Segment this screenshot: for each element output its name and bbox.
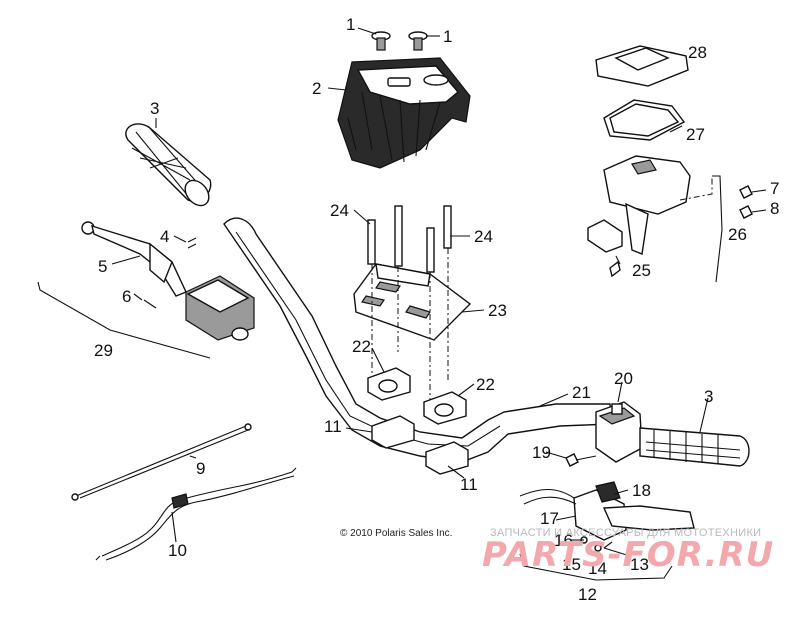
lower-clamp-right	[425, 441, 469, 475]
callout-1-left: 1	[346, 15, 355, 34]
lever-pivot-pin	[187, 237, 197, 249]
callout-3-right: 3	[704, 387, 713, 406]
kit-bracket-12	[519, 553, 673, 581]
throttle-cable	[71, 423, 252, 501]
callout-22-upper: 22	[352, 337, 371, 356]
callout-16: 16	[554, 531, 573, 550]
left-grip	[125, 123, 212, 207]
mount-bolts	[367, 205, 452, 420]
pod-screw-left	[371, 31, 391, 51]
right-grip	[639, 427, 750, 467]
handlebar-pod-cover	[337, 57, 471, 169]
callout-5: 5	[98, 257, 107, 276]
callout-2: 2	[312, 79, 321, 98]
housing-screw	[565, 453, 597, 467]
pod-lid	[595, 45, 689, 87]
kit-bracket-26	[712, 175, 723, 283]
handlebar-mount-bracket	[353, 263, 472, 341]
callout-12: 12	[578, 585, 597, 604]
callout-13: 13	[630, 555, 649, 574]
callout-8: 8	[770, 199, 779, 218]
callout-3-left: 3	[150, 99, 159, 118]
callout-27: 27	[686, 125, 705, 144]
callout-18: 18	[632, 481, 651, 500]
callout-11-left: 11	[324, 417, 342, 436]
callout-21: 21	[572, 383, 591, 402]
callout-25: 25	[632, 261, 651, 280]
callout-4: 4	[160, 227, 169, 246]
wiring-harness	[95, 467, 297, 561]
callout-19: 19	[532, 443, 551, 462]
callout-1-right: 1	[443, 27, 452, 46]
lever-screw	[143, 299, 157, 309]
pod-bracket	[587, 219, 623, 278]
callout-6: 6	[122, 287, 131, 306]
callout-7: 7	[770, 179, 779, 198]
callout-28: 28	[688, 43, 707, 62]
callout-11-right: 11	[460, 475, 478, 494]
callout-10: 10	[168, 541, 187, 560]
callout-14: 14	[588, 559, 607, 578]
leader-lines	[111, 27, 767, 557]
handlebar	[223, 217, 613, 463]
pod-screw-right	[408, 31, 428, 51]
callout-24-left: 24	[330, 201, 349, 220]
brake-master-cylinder	[519, 481, 627, 541]
pod-fasteners	[679, 175, 753, 219]
upper-clamp-left	[367, 367, 411, 401]
left-lever	[81, 221, 187, 297]
callout-15: 15	[562, 555, 581, 574]
lower-clamp-left	[371, 415, 415, 449]
left-switch-housing	[185, 275, 255, 341]
pod-housing	[603, 155, 691, 255]
watermark-brand: PARTS-FOR.RU	[482, 535, 774, 575]
callout-26: 26	[728, 225, 747, 244]
watermark-tagline: ЗАПЧАСТИ И АКСЕССУАРЫ ДЛЯ МОТОТЕХНИКИ	[490, 527, 761, 539]
callout-24-right: 24	[474, 227, 493, 246]
copyright-note: © 2010 Polaris Sales Inc.	[340, 528, 452, 539]
pod-seal	[603, 99, 686, 141]
callout-29: 29	[94, 341, 113, 360]
kit-bracket-29	[37, 281, 211, 359]
callout-20: 20	[614, 369, 633, 388]
upper-clamp-right	[423, 391, 467, 425]
callout-23: 23	[488, 301, 507, 320]
callout-22-lower: 22	[476, 375, 495, 394]
brake-lever	[602, 505, 695, 531]
throttle-housing	[595, 401, 643, 463]
callout-9: 9	[196, 459, 205, 478]
callout-17: 17	[540, 509, 559, 528]
